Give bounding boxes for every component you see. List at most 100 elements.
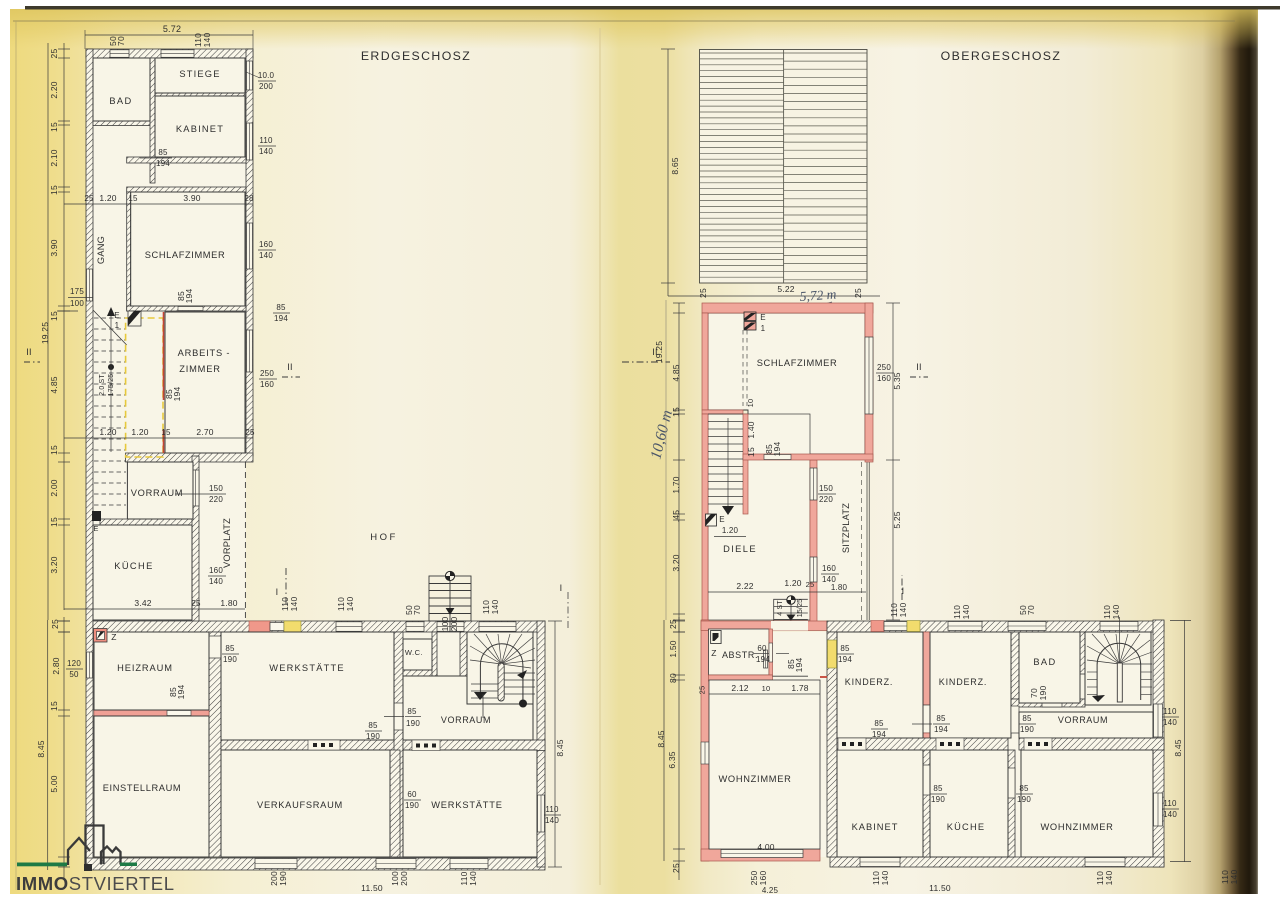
svg-text:85: 85: [368, 721, 378, 730]
svg-text:IMMOSTVIERTEL: IMMOSTVIERTEL: [16, 873, 175, 894]
svg-text:85: 85: [276, 303, 286, 312]
svg-text:3.20: 3.20: [671, 554, 681, 571]
svg-text:220: 220: [819, 495, 833, 504]
svg-text:190: 190: [223, 655, 237, 664]
svg-text:HOF: HOF: [370, 532, 398, 543]
svg-text:85: 85: [933, 784, 943, 793]
svg-text:175/25: 175/25: [108, 374, 115, 397]
svg-text:85: 85: [158, 148, 168, 157]
svg-text:85: 85: [168, 687, 178, 697]
svg-text:85: 85: [1022, 714, 1032, 723]
svg-text:50: 50: [1018, 605, 1028, 615]
svg-text:15: 15: [49, 122, 59, 132]
svg-text:150: 150: [209, 484, 223, 493]
svg-text:110: 110: [481, 600, 491, 614]
svg-text:WERKSTÄTTE: WERKSTÄTTE: [269, 663, 345, 673]
svg-text:140: 140: [545, 816, 559, 825]
svg-text:WERKSTÄTTE: WERKSTÄTTE: [431, 800, 503, 810]
svg-text:194: 194: [934, 725, 948, 734]
svg-text:25: 25: [668, 619, 678, 629]
svg-text:110: 110: [1220, 870, 1230, 884]
svg-text:.45: .45: [671, 510, 681, 522]
svg-text:110: 110: [459, 871, 469, 885]
svg-text:1.20: 1.20: [99, 427, 116, 437]
svg-text:EINSTELLRAUM: EINSTELLRAUM: [103, 783, 182, 793]
svg-text:KÜCHE: KÜCHE: [114, 561, 154, 571]
svg-text:SITZPLATZ: SITZPLATZ: [841, 503, 851, 553]
svg-text:ARBEITS -: ARBEITS -: [178, 348, 231, 358]
svg-text:220: 220: [209, 495, 223, 504]
svg-text:140: 140: [289, 597, 299, 612]
svg-text:140: 140: [345, 597, 355, 612]
svg-text:W.C.: W.C.: [405, 648, 423, 657]
svg-text:110: 110: [545, 805, 559, 814]
svg-text:140: 140: [1163, 810, 1177, 819]
svg-text:VORPLATZ: VORPLATZ: [222, 518, 232, 568]
svg-text:25: 25: [191, 599, 201, 608]
svg-text:160: 160: [758, 871, 768, 886]
svg-text:194: 194: [872, 730, 886, 739]
svg-text:4.25: 4.25: [762, 886, 779, 895]
svg-text:100: 100: [70, 299, 84, 308]
svg-text:110: 110: [871, 871, 881, 885]
svg-text:3.20: 3.20: [49, 556, 59, 573]
svg-text:2.80: 2.80: [51, 657, 61, 674]
svg-text:GANG: GANG: [96, 236, 106, 264]
svg-text:3.90: 3.90: [49, 239, 59, 256]
svg-text:250: 250: [260, 369, 274, 378]
svg-text:25: 25: [245, 428, 255, 437]
svg-text:WOHNZIMMER: WOHNZIMMER: [718, 774, 791, 784]
svg-text:85: 85: [840, 644, 850, 653]
svg-text:15: 15: [49, 185, 59, 195]
svg-text:1.20: 1.20: [99, 193, 116, 203]
svg-text:10: 10: [746, 399, 755, 408]
svg-text:140: 140: [1104, 871, 1114, 886]
svg-text:5,72 m: 5,72 m: [799, 286, 837, 304]
svg-text:70: 70: [1026, 605, 1036, 615]
svg-text:19.25: 19.25: [654, 341, 664, 363]
svg-text:190: 190: [278, 871, 288, 886]
svg-text:2.0 ST: 2.0 ST: [99, 374, 106, 396]
svg-text:140: 140: [468, 871, 478, 886]
svg-text:194: 194: [772, 442, 782, 457]
svg-text:15/25: 15/25: [797, 599, 804, 618]
svg-text:ZIMMER: ZIMMER: [179, 364, 220, 374]
svg-text:8.45: 8.45: [656, 730, 666, 747]
svg-text:6.35: 6.35: [667, 751, 677, 768]
svg-text:150: 150: [819, 484, 833, 493]
svg-text:Z: Z: [111, 632, 116, 642]
svg-text:4.85: 4.85: [49, 376, 59, 393]
svg-text:140: 140: [209, 577, 223, 586]
svg-text:194: 194: [176, 685, 186, 700]
svg-text:15: 15: [128, 194, 138, 203]
svg-text:60: 60: [407, 790, 417, 799]
svg-text:2.12: 2.12: [731, 683, 748, 693]
svg-text:110: 110: [193, 33, 203, 47]
svg-text:4 ST: 4 ST: [777, 600, 784, 616]
svg-text:140: 140: [1111, 605, 1121, 620]
svg-text:250: 250: [749, 871, 759, 886]
svg-text:E: E: [719, 515, 725, 524]
svg-text:DIELE: DIELE: [723, 544, 757, 554]
svg-text:2.00: 2.00: [49, 479, 59, 496]
svg-text:85: 85: [936, 714, 946, 723]
svg-text:160: 160: [259, 240, 273, 249]
svg-text:I: I: [276, 587, 279, 597]
svg-text:VORRAUM: VORRAUM: [131, 488, 183, 498]
svg-text:85: 85: [874, 719, 884, 728]
svg-text:8.45: 8.45: [1173, 739, 1183, 756]
svg-text:85: 85: [764, 444, 774, 454]
svg-text:85: 85: [164, 389, 174, 399]
svg-text:19.25: 19.25: [40, 322, 50, 344]
svg-text:2.70: 2.70: [196, 427, 213, 437]
svg-text:KABINET: KABINET: [176, 124, 224, 134]
svg-text:WOHNZIMMER: WOHNZIMMER: [1040, 822, 1113, 832]
svg-text:ABSTR.: ABSTR.: [722, 650, 758, 660]
svg-text:1.80: 1.80: [220, 598, 237, 608]
svg-text:28: 28: [244, 194, 254, 203]
svg-text:SCHLAFZIMMER: SCHLAFZIMMER: [757, 358, 838, 368]
svg-text:1.20: 1.20: [722, 526, 739, 535]
svg-text:15: 15: [49, 311, 59, 321]
svg-text:KINDERZ.: KINDERZ.: [845, 677, 893, 687]
svg-text:STIEGE: STIEGE: [179, 69, 220, 79]
